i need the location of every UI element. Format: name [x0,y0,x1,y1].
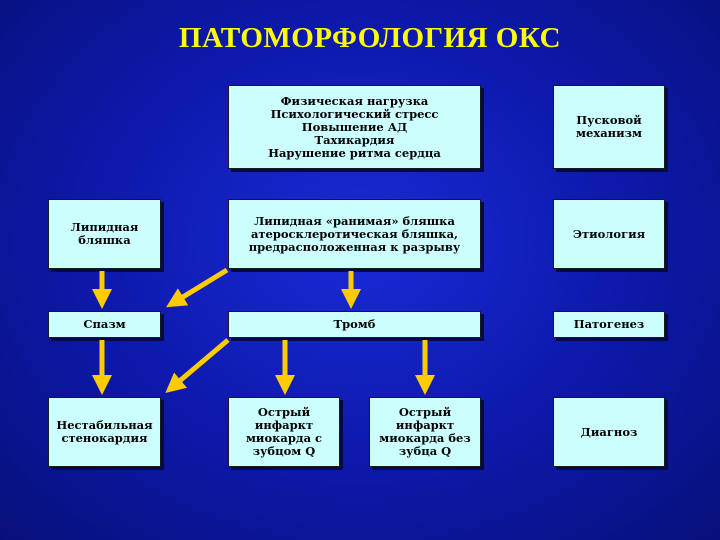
trigger-mechanism-box: Пусковой механизм [553,85,665,169]
box-line: миокарда без [379,431,471,445]
trigger-line: Повышение АД [301,119,408,134]
box-line: Острый [257,405,311,419]
box-line: Патогенез [573,317,645,331]
box-line: предрасположенная к разрыву [248,239,461,254]
pathogenesis-box: Патогенез [553,311,665,338]
box-line: Этиология [572,226,646,241]
box-line: бляшка [78,233,131,247]
box-line: Острый [398,405,452,419]
box-line: миокарда с [245,431,323,445]
trigger-line: Тахикардия [314,132,395,147]
box-line: механизм [576,126,642,140]
box-line: Спазм [83,317,126,331]
box-line: Пусковой [576,113,642,127]
box-line: Нестабильная [56,418,153,432]
lipid-plaque-box: Липидная бляшка [48,199,161,269]
box-line: зубцом Q [252,444,316,458]
unstable-angina-box: Нестабильная стенокардия [48,397,161,467]
trigger-line: Нарушение ритма сердца [268,145,441,160]
box-line: Тромб [333,317,376,331]
box-line: Липидная [70,220,139,234]
mi-q-box: Острый инфаркт миокарда с зубцом Q [228,397,340,467]
mi-no-q-box: Острый инфаркт миокарда без зубца Q [369,397,481,467]
vulnerable-plaque-box: Липидная «ранимая» бляшка атеросклеротич… [228,199,481,269]
box-line: инфаркт [254,418,314,432]
page-title: ПАТОМОРФОЛОГИЯ ОКС [178,22,562,54]
etiology-box: Этиология [553,199,665,269]
thrombus-box: Тромб [228,311,481,338]
diagnosis-box: Диагноз [553,397,665,467]
arrow-thrombus-to-angina [165,338,230,394]
box-line: инфаркт [395,418,455,432]
trigger-line: Психологический стресс [270,106,439,121]
box-line: Липидная «ранимая» бляшка [254,213,455,228]
trigger-line: Физическая нагрузка [280,93,429,108]
box-line: Диагноз [580,424,638,439]
arrow-vulnerable-to-spasm [166,267,229,308]
box-line: атеросклеротическая бляшка, [250,226,459,241]
box-line: стенокардия [61,431,148,445]
spasm-box: Спазм [48,311,161,338]
box-line: зубца Q [398,444,452,458]
triggers-box: Физическая нагрузка Психологический стре… [228,85,481,169]
